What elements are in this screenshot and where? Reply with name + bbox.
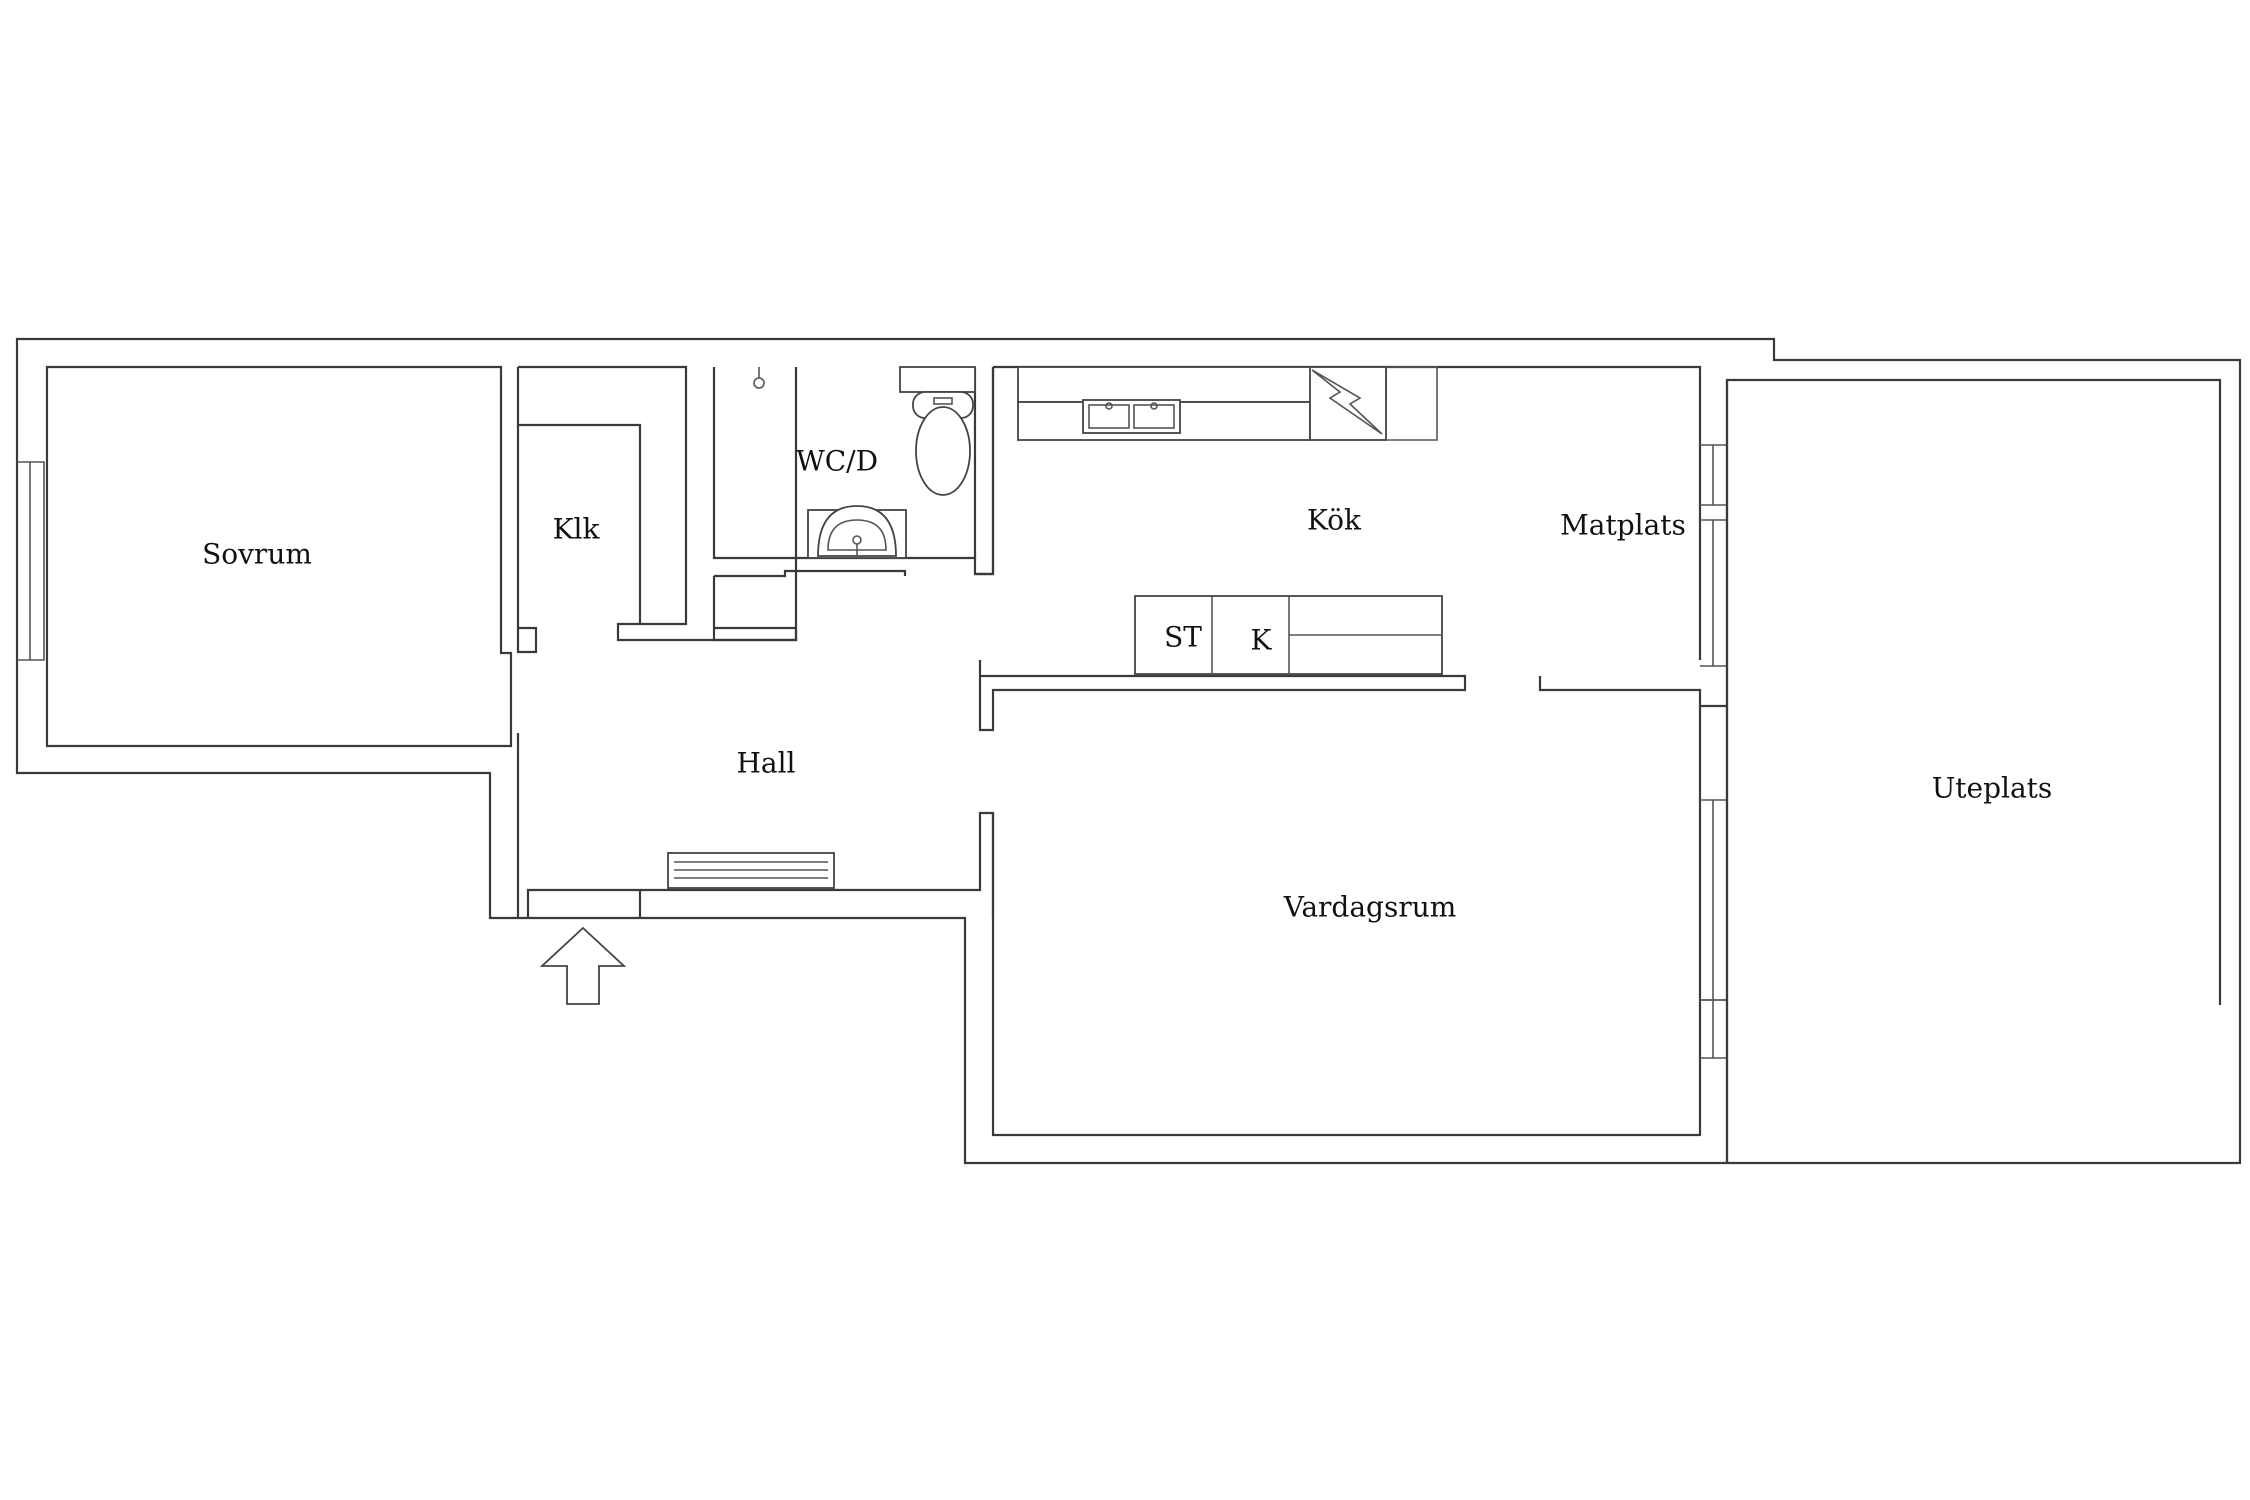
terrace-outline bbox=[1725, 378, 2222, 1163]
radiator-icon bbox=[667, 852, 835, 889]
room-label-wc: WC/D bbox=[796, 445, 878, 478]
appliance-label-st: ST bbox=[1164, 621, 1202, 654]
kitchen-island bbox=[1134, 595, 1443, 675]
toilet-icon bbox=[899, 366, 976, 496]
room-label-matplats: Matplats bbox=[1560, 509, 1686, 542]
room-label-vardagsrum: Vardagsrum bbox=[1283, 891, 1457, 924]
entrance-arrow-icon bbox=[539, 926, 627, 1005]
living-room-walls bbox=[991, 706, 1729, 1163]
exterior-walls bbox=[15, 337, 2242, 1165]
washbasin-icon bbox=[807, 505, 907, 559]
appliance-label-k: K bbox=[1251, 624, 1273, 657]
room-label-sovrum: Sovrum bbox=[202, 538, 312, 571]
closet-walls bbox=[516, 365, 798, 654]
kitchen-counter bbox=[1017, 366, 1438, 441]
room-label-kok: Kök bbox=[1307, 504, 1362, 537]
room-label-hall: Hall bbox=[736, 747, 795, 780]
room-label-uteplats: Uteplats bbox=[1932, 772, 2053, 805]
room-label-klk: Klk bbox=[553, 513, 601, 546]
